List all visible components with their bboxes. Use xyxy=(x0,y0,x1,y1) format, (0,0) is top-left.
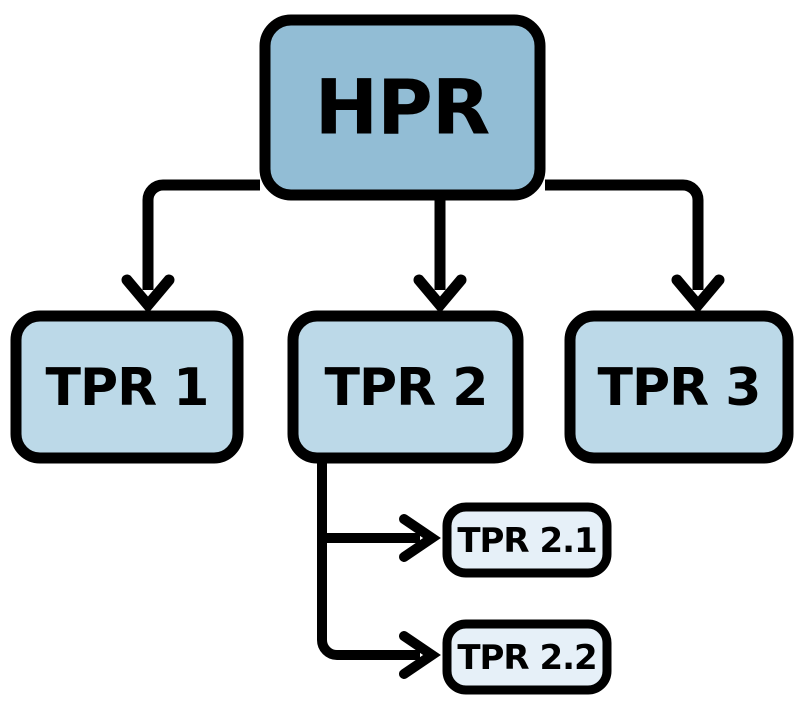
edge-hpr-to-tpr1 xyxy=(142,179,260,290)
arrowhead-tpr1 xyxy=(121,274,175,314)
edge-hpr-to-tpr3 xyxy=(545,179,704,290)
node-tpr3-label: TPR 3 xyxy=(598,358,761,418)
node-tpr21-label: TPR 2.1 xyxy=(457,521,596,561)
node-tpr1-label: TPR 1 xyxy=(46,358,209,418)
node-tpr21[interactable]: TPR 2.1 xyxy=(442,502,612,578)
node-tpr2-box[interactable] xyxy=(287,310,524,464)
node-tpr22-box[interactable] xyxy=(442,619,612,695)
node-tpr1[interactable]: TPR 1 xyxy=(10,310,244,464)
node-tpr21-box[interactable] xyxy=(442,502,612,578)
edge-tpr2-to-tpr22 xyxy=(317,538,420,660)
node-tpr3[interactable]: TPR 3 xyxy=(564,310,794,464)
arrowhead-tpr21 xyxy=(399,514,441,562)
connector-group xyxy=(121,179,725,679)
node-hpr[interactable]: HPR xyxy=(259,14,546,201)
node-tpr22-label: TPR 2.2 xyxy=(457,638,596,678)
node-tpr2-label: TPR 2 xyxy=(325,358,488,418)
node-tpr22[interactable]: TPR 2.2 xyxy=(442,619,612,695)
arrowhead-tpr22 xyxy=(399,631,441,679)
arrowhead-tpr3 xyxy=(671,274,725,314)
arrowhead-tpr2 xyxy=(413,274,467,314)
node-hpr-box[interactable] xyxy=(259,14,546,201)
node-tpr1-box[interactable] xyxy=(10,310,244,464)
node-hpr-label: HPR xyxy=(315,63,490,152)
node-tpr3-box[interactable] xyxy=(564,310,794,464)
node-tpr2[interactable]: TPR 2 xyxy=(287,310,524,464)
edge-tpr2-to-tpr21 xyxy=(317,462,420,543)
